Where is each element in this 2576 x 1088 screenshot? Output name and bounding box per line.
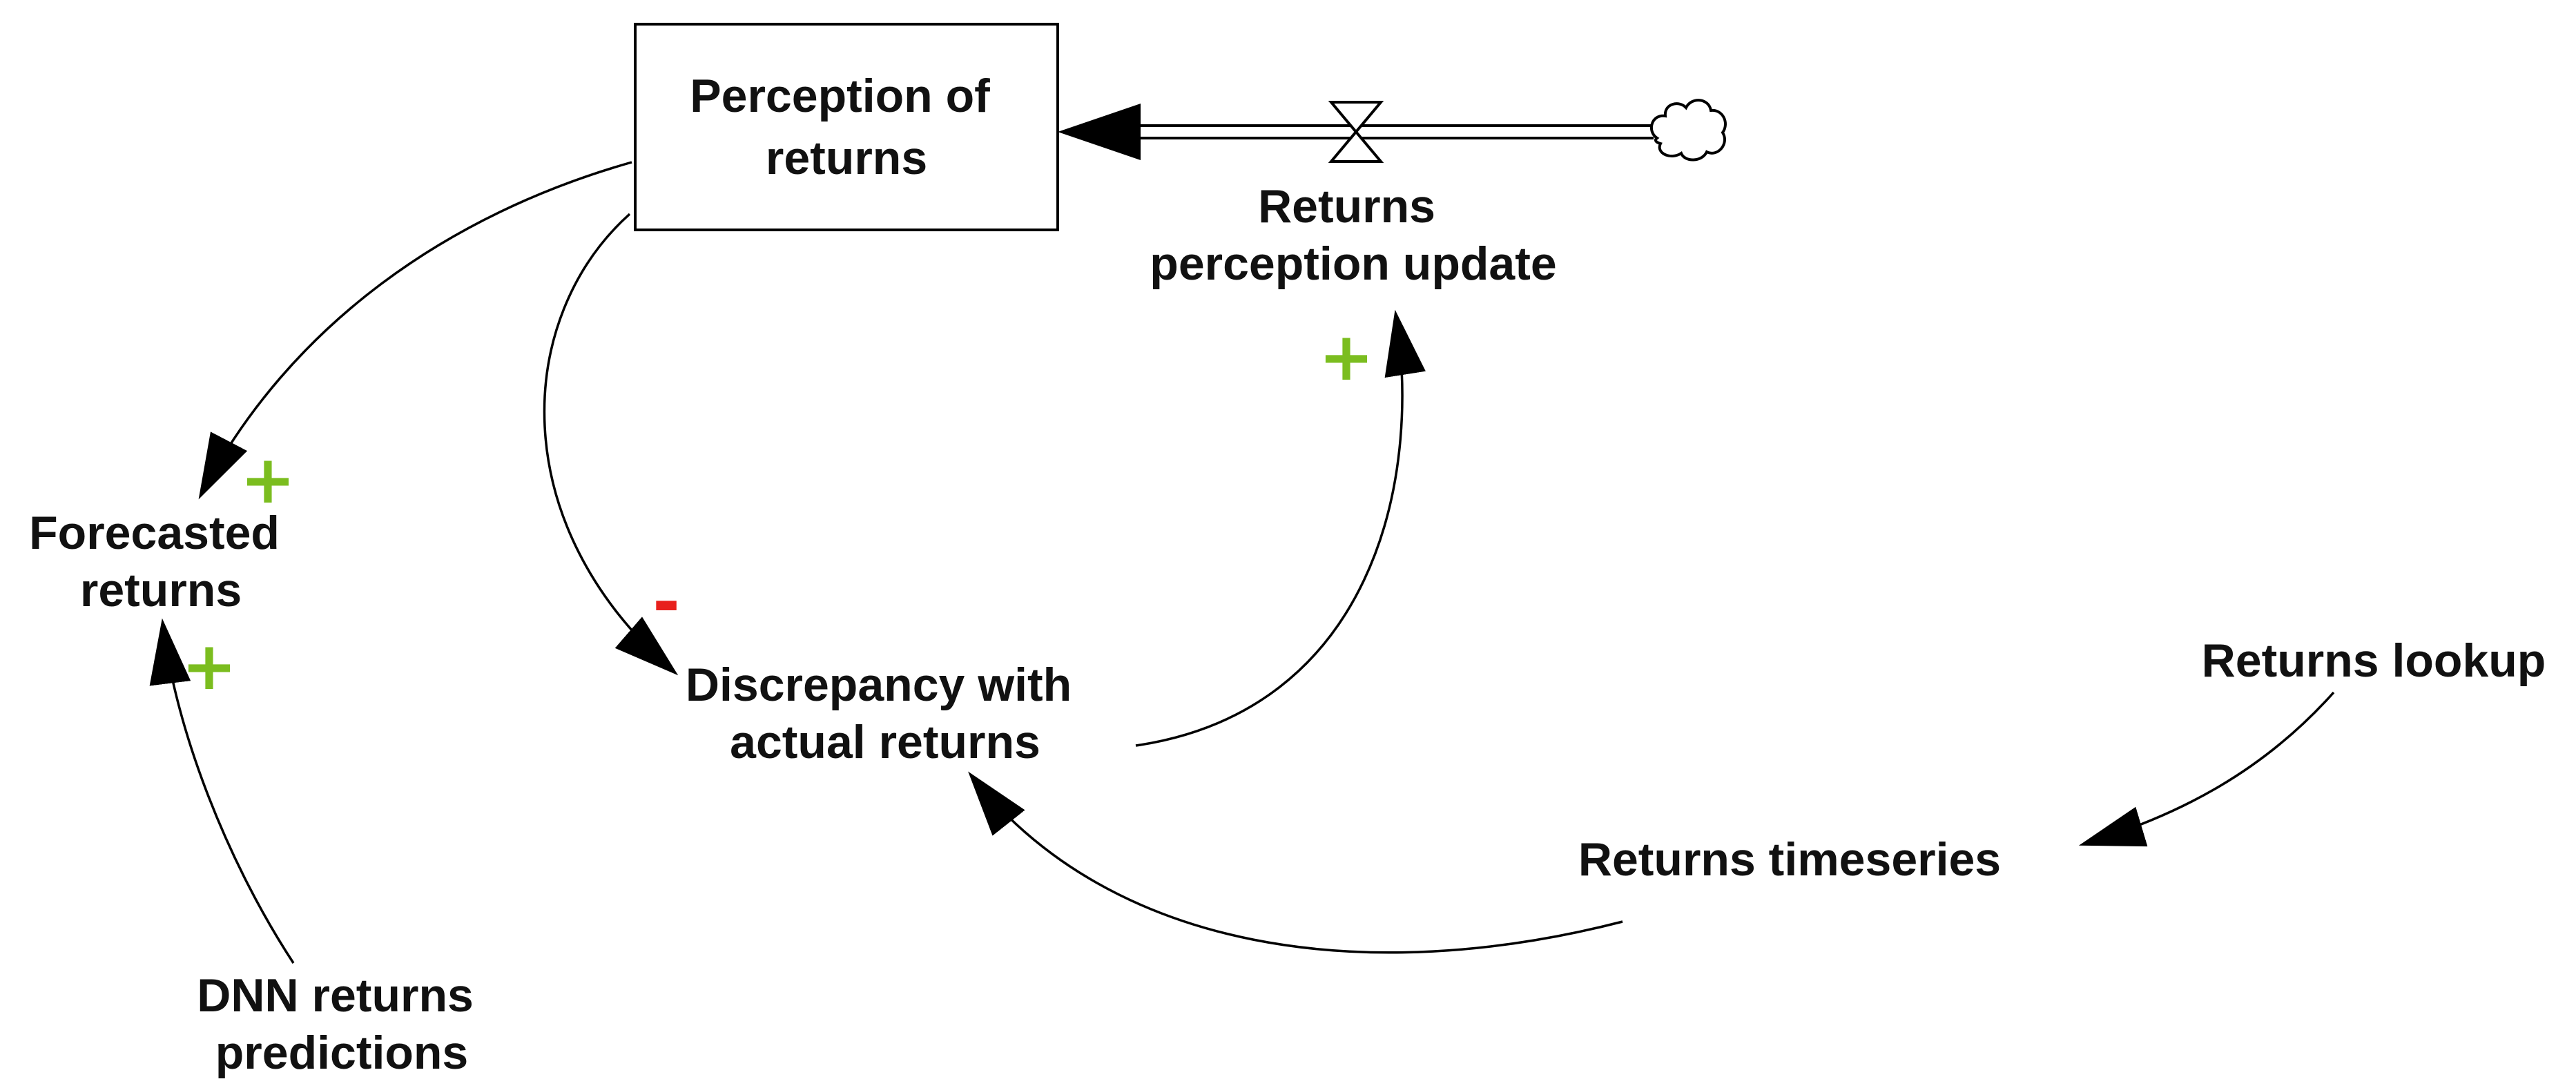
link-discrepancy-to-update[interactable] bbox=[1135, 309, 1426, 747]
flow-label-line-2: perception update bbox=[1150, 237, 1556, 290]
cloud-icon bbox=[1650, 99, 1727, 162]
dnn-label-line-1: DNN returns bbox=[197, 969, 474, 1022]
link-dnn-to-forecasted[interactable] bbox=[149, 618, 295, 964]
flow-label: Returns perception update bbox=[1150, 180, 1556, 290]
polarity-perception-discrepancy: - bbox=[652, 563, 680, 641]
lookup-label: Returns lookup bbox=[2202, 634, 2546, 687]
forecasted-label: Forecasted returns bbox=[29, 507, 293, 616]
dnn-label-line-2: predictions bbox=[215, 1027, 469, 1079]
flow-label-line-1: Returns bbox=[1258, 180, 1435, 233]
stock-box[interactable] bbox=[634, 23, 1059, 231]
polarity-perception-forecasted: + bbox=[240, 441, 296, 518]
link-perception-to-discrepancy[interactable] bbox=[543, 213, 679, 676]
polarity-dnn-forecasted: + bbox=[182, 628, 237, 705]
link-timeseries-to-discrepancy[interactable] bbox=[968, 771, 1623, 954]
forecasted-label-line-2: returns bbox=[80, 564, 242, 616]
stock-label-line-1: Perception of bbox=[690, 70, 990, 122]
link-lookup-to-timeseries[interactable] bbox=[2078, 691, 2335, 847]
flow-pipe bbox=[1125, 124, 1654, 139]
timeseries-label-line-1: Returns timeseries bbox=[1578, 833, 2001, 886]
lookup-label-line-1: Returns lookup bbox=[2202, 634, 2546, 687]
timeseries-label: Returns timeseries bbox=[1578, 833, 2001, 886]
dnn-label: DNN returns predictions bbox=[197, 969, 486, 1079]
discrepancy-label: Discrepancy with actual returns bbox=[686, 659, 1085, 768]
polarity-discrepancy-update: + bbox=[1319, 318, 1374, 396]
stock-label: Perception of returns bbox=[690, 70, 1003, 184]
flow-arrowhead bbox=[1058, 104, 1141, 160]
stock-label-line-2: returns bbox=[766, 132, 927, 184]
forecasted-label-line-1: Forecasted bbox=[29, 507, 280, 559]
hourglass-valve-icon[interactable] bbox=[1328, 101, 1384, 163]
discrepancy-label-line-1: Discrepancy with bbox=[686, 659, 1072, 711]
discrepancy-label-line-2: actual returns bbox=[730, 716, 1040, 768]
link-perception-to-forecasted[interactable] bbox=[198, 161, 632, 500]
